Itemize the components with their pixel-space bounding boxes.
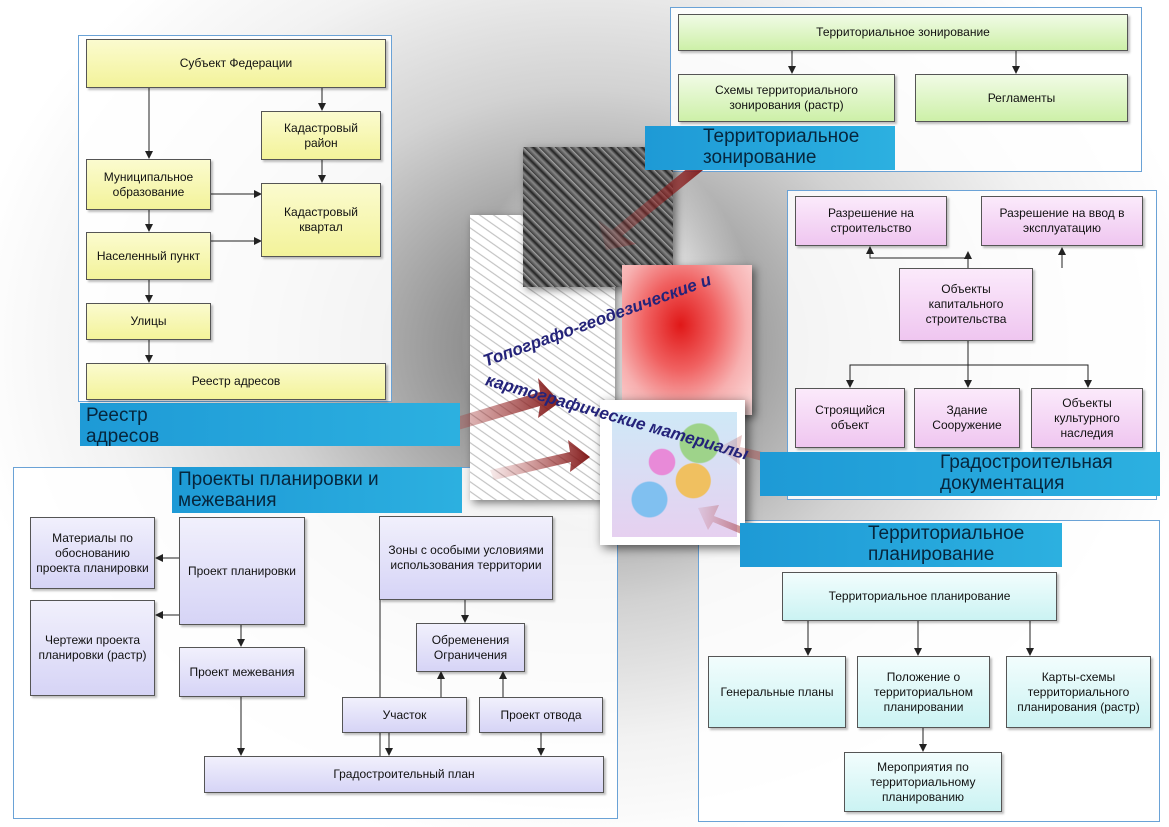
band-planning: Территориальное планирование [740,523,1062,567]
box-under-construction[interactable]: Строящийся объект [795,388,905,448]
box-municipal[interactable]: Муниципальное образование [86,159,211,210]
band-projects-label: Проекты планировки и межевания [178,469,379,511]
box-build-permit[interactable]: Разрешение на строительство [795,196,947,246]
box-zoning-schemes[interactable]: Схемы территориального зонирования (раст… [678,74,895,122]
box-building[interactable]: Здание Сооружение [914,388,1020,448]
box-streets[interactable]: Улицы [86,303,211,340]
band-planning-label: Территориальное планирование [868,523,1025,565]
box-measures[interactable]: Мероприятия по территориальному планиров… [844,752,1002,812]
box-urban-plan[interactable]: Градостроительный план [204,756,604,793]
box-general-plans[interactable]: Генеральные планы [708,656,846,728]
box-settlement[interactable]: Населенный пункт [86,232,211,280]
box-regulation[interactable]: Положение о территориальном планировании [857,656,990,728]
box-cad-block[interactable]: Кадастровый квартал [261,183,381,257]
relief-model-image [622,265,752,415]
box-allotment[interactable]: Проект отвода [479,697,603,733]
box-regulations[interactable]: Регламенты [915,74,1128,122]
box-special-zones[interactable]: Зоны с особыми условиями использования т… [379,516,553,600]
box-registry[interactable]: Реестр адресов [86,363,386,400]
city-plan-colors [612,412,737,537]
box-survey-project[interactable]: Проект межевания [179,647,305,697]
box-heritage[interactable]: Объекты культурного наследия [1031,388,1143,448]
box-capital-objects[interactable]: Объекты капитального строительства [899,268,1033,341]
box-subject[interactable]: Субъект Федерации [86,39,386,88]
band-urban-docs: Градостроительная документация [760,452,1160,496]
band-addresses: Реестр адресов [80,403,460,447]
box-cad-district[interactable]: Кадастровый район [261,111,381,160]
box-plot[interactable]: Участок [342,697,467,733]
box-planning-top[interactable]: Территориальное планирование [782,572,1057,621]
band-addresses-label: Реестр адресов [86,405,160,447]
box-commission-permit[interactable]: Разрешение на ввод в эксплуатацию [981,196,1143,246]
box-plan-project[interactable]: Проект планировки [179,517,305,625]
band-urban-docs-label: Градостроительная документация [940,452,1113,494]
box-materials[interactable]: Материалы по обоснованию проекта планиро… [30,517,155,589]
band-zoning-label: Территориальное зонирование [703,126,860,168]
box-encumbrances[interactable]: Обременения Ограничения [416,623,525,672]
box-drawings[interactable]: Чертежи проекта планировки (растр) [30,600,155,696]
band-zoning: Территориальное зонирование [645,126,895,170]
band-projects: Проекты планировки и межевания [172,467,462,513]
aerial-photo-image [523,147,673,287]
box-maps[interactable]: Карты-схемы территориального планировани… [1006,656,1151,728]
box-zoning-top[interactable]: Территориальное зонирование [678,14,1128,51]
